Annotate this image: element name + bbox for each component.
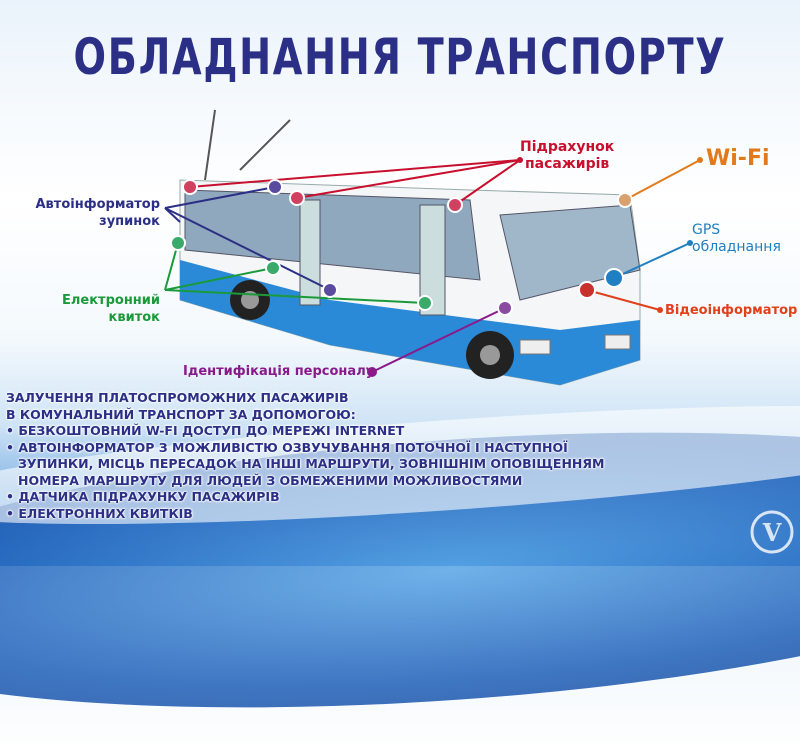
label-wifi: Wi-Fi [706,146,770,171]
page-title: ОБЛАДНАННЯ ТРАНСПОРТУ [73,28,727,86]
label-staff-id: Ідентифікація персоналу [183,364,375,379]
benefit-item: НОМЕРА МАРШРУТУ ДЛЯ ЛЮДЕЙ З ОБМЕЖЕНИМИ М… [18,472,523,488]
label-endpoint-dots [367,157,703,377]
label-autoinformer: Автоінформатор зупинок [35,197,161,229]
label-video: Відеоінформатор [665,303,798,318]
trolley-pole [239,119,291,171]
autoinformer-dot [267,179,283,195]
logo-watermark [750,510,794,554]
staff-id-connector [371,307,506,373]
eticket-dot [265,260,281,276]
label-passenger-count: Підрахунок пасажирів [520,139,615,172]
benefit-item: • БЕЗКОШТОВНИЙ W-FI ДОСТУП ДО МЕРЕЖІ INT… [6,423,405,438]
passenger-count-dot [289,190,305,206]
benefit-item: ЗУПИНКИ, МІСЦЬ ПЕРЕСАДОК НА ІНШІ МАРШРУТ… [18,456,605,471]
wifi-dot [617,192,633,208]
eticket-connectors [164,242,426,304]
passenger-count-dot [182,179,198,195]
eticket-dot [417,295,433,311]
benefit-item: • ДАТЧИКА ПІДРАХУНКУ ПАСАЖИРІВ [6,489,280,504]
autoinformer-dot [322,282,338,298]
gps-dot [604,268,624,288]
video-connector [586,289,661,311]
benefit-item: • АВТОІНФОРМАТОР З МОЖЛИВІСТЮ ОЗВУЧУВАНН… [6,439,568,455]
trolley-pole [204,109,216,181]
passenger-count-dot [447,197,463,213]
label-eticket: Електронний квиток [62,293,160,325]
passenger-count-connectors [189,159,521,206]
autoinformer-connectors [164,186,331,291]
eticket-dot [170,235,186,251]
benefit-item: • ЕЛЕКТРОННИХ КВИТКІВ [6,505,193,521]
benefits-text: ЗАЛУЧЕННЯ ПЛАТОСПРОМОЖНИХ ПАСАЖИРІВ В КО… [6,390,604,522]
video-dot [578,281,596,299]
trolleybus-diagram: V [164,109,794,554]
svg-text:V: V [762,518,782,547]
wifi-connector [624,159,701,201]
staff-id-dot [497,300,513,316]
benefits-heading: ЗАЛУЧЕННЯ ПЛАТОСПРОМОЖНИХ ПАСАЖИРІВ [6,390,349,405]
gps-connector [613,242,691,279]
label-gps: GPS обладнання [692,222,781,255]
benefits-heading: В КОМУНАЛЬНИЙ ТРАНСПОРТ ЗА ДОПОМОГОЮ: [6,406,356,422]
